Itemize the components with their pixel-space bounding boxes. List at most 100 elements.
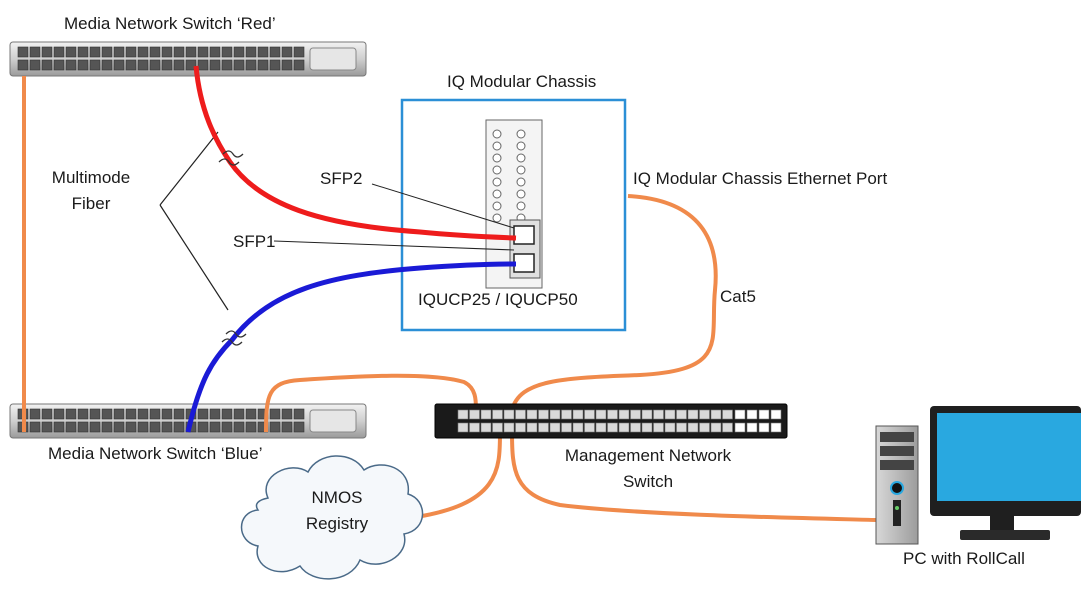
label-switch-red: Media Network Switch ‘Red’ (64, 14, 276, 33)
label-multimode-fiber: Multimode Fiber (36, 168, 146, 214)
switch-port (101, 46, 113, 58)
switch-port (41, 59, 53, 71)
bnc-connector (492, 165, 502, 175)
switch-port (457, 409, 469, 420)
switch-port (89, 408, 101, 420)
switch-port (209, 46, 221, 58)
pc-monitor (930, 406, 1081, 540)
bnc-connector (492, 153, 502, 163)
switch-port (17, 46, 29, 58)
red-fiber-cable (193, 65, 517, 241)
bnc-connector (516, 153, 526, 163)
switch-port (699, 409, 710, 420)
switch-port (245, 46, 257, 58)
label-multimode-line2: Fiber (71, 194, 111, 213)
fiber-break-marks (218, 150, 247, 346)
switch-port (515, 422, 526, 433)
switch-port (584, 422, 595, 433)
sfp1-port (513, 253, 535, 273)
switch-port (480, 409, 492, 420)
nmos-registry-cloud (240, 455, 424, 580)
management-switch (434, 403, 788, 439)
switch-port (699, 422, 710, 433)
label-pc: PC with RollCall (903, 549, 1025, 568)
switch-port (113, 408, 125, 420)
switch-port (161, 408, 173, 420)
switch-port (664, 422, 676, 433)
switch-port (746, 409, 758, 420)
cat5-blue-to-mgmt (264, 373, 478, 433)
switch-port (269, 408, 281, 420)
switch-port (269, 421, 281, 433)
switch-port (197, 408, 209, 420)
cat5-cable-chassis (510, 194, 718, 411)
switch-port (549, 422, 561, 433)
switch-port (29, 421, 41, 433)
iq-modular-chassis (400, 98, 627, 332)
switch-port (65, 59, 77, 71)
switch-port (221, 421, 233, 433)
switch-port (710, 409, 722, 420)
switch-port (676, 422, 687, 433)
switch-port (125, 421, 137, 433)
switch-port (209, 408, 221, 420)
switch-port (676, 409, 687, 420)
switch-port (53, 421, 65, 433)
label-nmos-registry: NMOS Registry (282, 488, 392, 534)
switch-port (595, 422, 607, 433)
switch-port (549, 409, 561, 420)
switch-port (113, 421, 125, 433)
switch-port (41, 46, 53, 58)
switch-port (209, 421, 221, 433)
switch-port (281, 421, 293, 433)
switch-port (65, 421, 77, 433)
switch-port (281, 59, 293, 71)
multimode-leader-lines (159, 131, 229, 311)
label-switch-blue: Media Network Switch ‘Blue’ (48, 444, 263, 463)
bnc-connector (492, 213, 502, 223)
switch-port (687, 409, 699, 420)
switch-port (245, 59, 257, 71)
switch-port (758, 409, 770, 420)
switch-port (77, 59, 89, 71)
switch-port (173, 46, 185, 58)
switch-port (293, 59, 305, 71)
switch-port (269, 46, 281, 58)
switch-port (492, 409, 503, 420)
bnc-connector (516, 177, 526, 187)
switch-port (65, 46, 77, 58)
switch-port (572, 409, 584, 420)
label-management-switch: Management Network Switch (530, 446, 766, 492)
label-ethernet-port: IQ Modular Chassis Ethernet Port (633, 169, 888, 188)
switch-port (101, 408, 113, 420)
switch-port (113, 46, 125, 58)
bnc-connector (492, 189, 502, 199)
switch-port (221, 59, 233, 71)
switch-port (89, 59, 101, 71)
switch-port (149, 421, 161, 433)
switch-port (41, 408, 53, 420)
switch-port (197, 421, 209, 433)
switch-port (101, 59, 113, 71)
switch-port (710, 422, 722, 433)
switch-port (161, 46, 173, 58)
switch-port (618, 422, 630, 433)
switch-port (469, 422, 480, 433)
switch-port (137, 421, 149, 433)
switch-port (53, 46, 65, 58)
switch-port (770, 422, 782, 433)
switch-port (29, 408, 41, 420)
bnc-connector (516, 141, 526, 151)
switch-port (664, 409, 676, 420)
switch-port (137, 46, 149, 58)
switch-port (197, 46, 209, 58)
switch-port (515, 409, 526, 420)
switch-port (173, 421, 185, 433)
switch-port (29, 46, 41, 58)
switch-port (293, 46, 305, 58)
switch-port (503, 409, 515, 420)
switch-port (653, 422, 664, 433)
bnc-connector (516, 189, 526, 199)
switch-port (722, 422, 733, 433)
bnc-connector (516, 201, 526, 211)
